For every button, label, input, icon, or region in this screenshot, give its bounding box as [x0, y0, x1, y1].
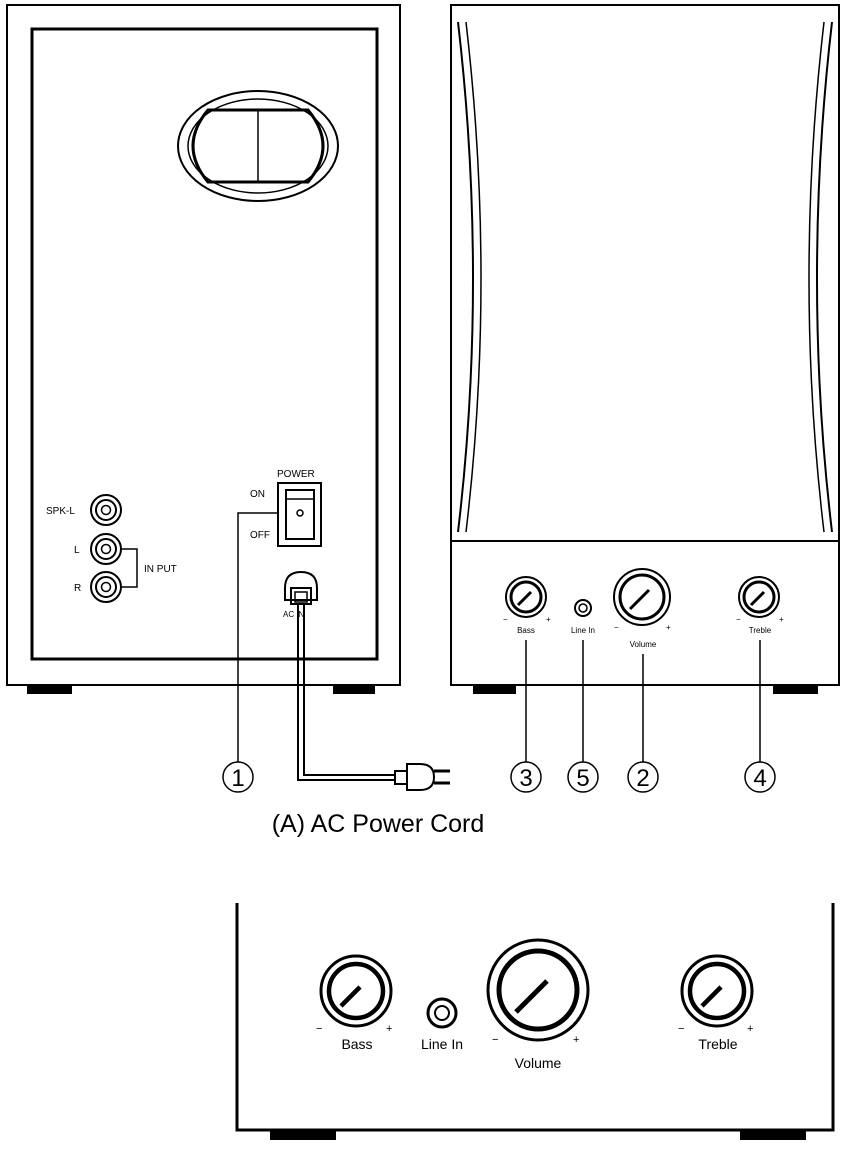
closeup-line-in-label: Line In	[421, 1036, 463, 1052]
power-switch	[277, 482, 322, 547]
svg-text:3: 3	[519, 765, 532, 792]
closeup-outline	[235, 903, 835, 1132]
callout-1: 1	[222, 761, 254, 793]
closeup-bass-knob	[319, 954, 393, 1028]
line-in-jack	[574, 599, 592, 617]
closeup-volume-label: Volume	[515, 1055, 562, 1071]
closeup-bass-minus: −	[316, 1023, 322, 1035]
bass-label: Bass	[517, 626, 535, 635]
off-label: OFF	[250, 530, 270, 541]
svg-text:2: 2	[636, 765, 649, 792]
grille-curve-right	[816, 21, 833, 533]
rear-foot-right	[333, 685, 375, 694]
closeup-bass-plus: +	[386, 1023, 392, 1035]
bass-plus: +	[546, 615, 551, 624]
front-foot-left	[473, 685, 516, 694]
input-label: IN PUT	[144, 564, 177, 575]
rear-panel-inset	[30, 27, 379, 661]
power-cord-caption: (A) AC Power Cord	[272, 810, 485, 838]
closeup-panel: − + Bass Line In − + Volume − + Treble	[235, 903, 835, 1140]
closeup-volume-knob	[486, 938, 590, 1042]
closeup-treble-plus: +	[747, 1023, 753, 1035]
volume-label: Volume	[630, 640, 657, 649]
bass-port	[177, 90, 339, 202]
svg-text:1: 1	[231, 765, 244, 792]
closeup-bass-label: Bass	[341, 1036, 372, 1052]
leader-power	[237, 512, 278, 762]
line-in-label: Line In	[571, 626, 595, 635]
treble-plus: +	[779, 615, 784, 624]
callout-3: 3	[510, 761, 542, 793]
treble-label: Treble	[749, 626, 772, 635]
callout-5: 5	[567, 761, 599, 793]
grille-curve-left	[457, 21, 474, 533]
front-speaker: − + Bass Line In − + Volume − + Treble	[450, 4, 840, 762]
rear-cabinet-outline	[6, 4, 401, 686]
rear-speaker: SPK-L L R IN PUT POWER ON OFF AC IN	[6, 4, 450, 791]
power-label: POWER	[277, 469, 315, 480]
svg-text:5: 5	[576, 765, 589, 792]
closeup-line-in-jack	[426, 997, 458, 1029]
spk-l-jack	[90, 494, 122, 526]
callout-4: 4	[744, 761, 776, 793]
input-r-label: R	[74, 583, 81, 594]
closeup-foot-left	[270, 1130, 336, 1140]
bass-knob	[505, 576, 547, 618]
treble-knob	[738, 576, 780, 618]
callout-2: 2	[627, 761, 659, 793]
closeup-volume-plus: +	[573, 1034, 579, 1046]
closeup-treble-knob	[680, 954, 754, 1028]
power-cord	[297, 604, 450, 791]
bass-minus: −	[503, 615, 508, 624]
front-foot-right	[773, 685, 818, 694]
input-bracket	[122, 548, 138, 588]
input-l-label: L	[74, 545, 80, 556]
closeup-volume-minus: −	[492, 1034, 498, 1046]
ac-in-label: AC IN	[283, 610, 305, 619]
volume-knob	[613, 568, 671, 626]
treble-minus: −	[736, 615, 741, 624]
front-cabinet-outline	[450, 4, 840, 686]
rear-foot-left	[27, 685, 72, 694]
closeup-treble-label: Treble	[698, 1036, 737, 1052]
volume-minus: −	[614, 623, 619, 632]
svg-text:4: 4	[753, 765, 766, 792]
closeup-treble-minus: −	[678, 1023, 684, 1035]
ac-inlet	[284, 570, 318, 605]
volume-plus: +	[666, 623, 671, 632]
on-label: ON	[250, 489, 265, 500]
spk-l-label: SPK-L	[46, 506, 75, 517]
closeup-foot-right	[740, 1130, 806, 1140]
input-r-jack	[90, 571, 122, 603]
input-l-jack	[90, 533, 122, 565]
